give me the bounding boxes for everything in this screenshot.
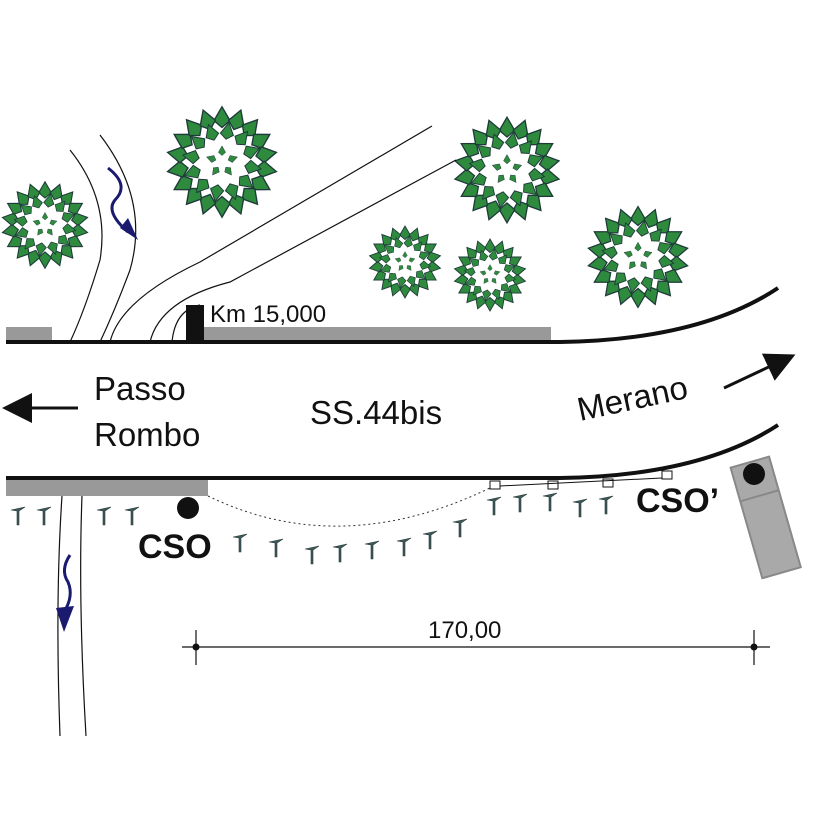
shrub-icon bbox=[124, 506, 140, 526]
shrub-icon bbox=[268, 538, 284, 558]
drain-line bbox=[499, 477, 663, 487]
km-post bbox=[186, 305, 204, 343]
shrub-icon bbox=[10, 506, 26, 526]
shrub-icon bbox=[232, 533, 248, 553]
shrub-icon bbox=[332, 543, 348, 563]
tree-icon bbox=[368, 225, 442, 299]
tree-icon bbox=[453, 238, 527, 312]
cso-prime-point bbox=[743, 463, 765, 485]
shrub-icon bbox=[512, 493, 528, 513]
km-marker-label: Km 15,000 bbox=[210, 301, 326, 328]
shrub-icon bbox=[304, 545, 320, 565]
dimension-end-dot bbox=[750, 643, 758, 651]
destination-right: Merano bbox=[574, 368, 691, 427]
destination-left-line1: Passo bbox=[94, 370, 186, 407]
shrub-icon bbox=[422, 530, 438, 550]
tree-icon bbox=[0, 181, 90, 269]
shoulder-top-left bbox=[6, 327, 52, 340]
stream-channel-top bbox=[69, 134, 137, 343]
arrow-right-icon bbox=[723, 353, 796, 390]
drain-inlets bbox=[489, 470, 673, 490]
shrub-icon bbox=[36, 506, 52, 526]
shrub-icon bbox=[486, 496, 502, 516]
shoulder-bottom-left bbox=[6, 480, 208, 496]
shrub-icon bbox=[96, 506, 112, 526]
cso-prime-label: CSO’ bbox=[636, 482, 719, 520]
destination-left-line2: Rombo bbox=[94, 416, 200, 453]
dimension-label: 170,00 bbox=[428, 617, 501, 644]
shrub-icon bbox=[598, 495, 614, 515]
flow-arrow-icon bbox=[107, 166, 138, 240]
flow-arrow-icon bbox=[56, 554, 74, 632]
cso-label: CSO bbox=[138, 528, 212, 566]
road-edge-bottom bbox=[6, 423, 780, 480]
road-name: SS.44bis bbox=[310, 394, 442, 431]
cso-prime-station bbox=[729, 455, 803, 580]
road-edge-top bbox=[6, 286, 780, 344]
cso-point bbox=[177, 497, 199, 519]
shrub-icon bbox=[542, 492, 558, 512]
shrub-icon bbox=[396, 537, 412, 557]
shrub-row bbox=[10, 492, 614, 565]
shoulder-top-right bbox=[204, 327, 551, 340]
shrub-icon bbox=[572, 498, 588, 518]
tree-icon bbox=[165, 106, 279, 218]
shrub-icon bbox=[364, 540, 380, 560]
shrub-icon bbox=[452, 518, 468, 538]
tree-icon bbox=[586, 205, 690, 309]
verge-curve bbox=[207, 487, 491, 527]
tree-icon bbox=[453, 116, 561, 224]
dimension-start-dot bbox=[192, 643, 200, 651]
